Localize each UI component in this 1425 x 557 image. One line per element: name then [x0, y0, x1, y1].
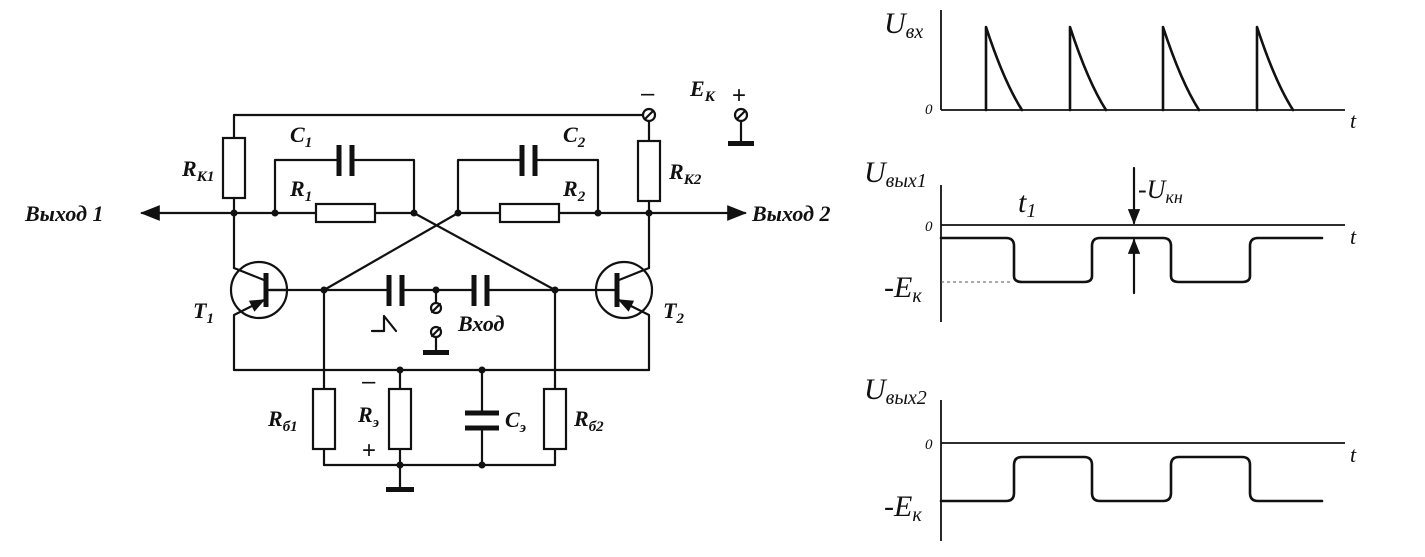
input-ground — [423, 350, 449, 355]
junction-dot — [432, 286, 440, 294]
graph2-zero-label: 0 — [925, 219, 933, 235]
r1-resistor — [314, 202, 377, 224]
graph2-ukn-label: -Uкн — [1138, 175, 1183, 207]
t2-label: T2 — [663, 298, 684, 327]
supply-plus-ground — [728, 141, 754, 146]
t2-collector — [617, 266, 651, 282]
ek-label: EК — [689, 76, 716, 105]
graph2-signal — [939, 236, 1324, 284]
c1-label: C1 — [290, 122, 312, 151]
re-plus-sign: + — [362, 437, 376, 464]
transistor-t2 — [594, 260, 654, 320]
graph-output-2-voltage: Uвых2 0 t -Eк — [864, 373, 1357, 541]
rb1-resistor — [311, 387, 337, 451]
rb2-resistor — [542, 387, 568, 451]
supply-plus-sign: + — [732, 82, 746, 109]
supply-minus-sign: – — [641, 80, 655, 107]
junction-dot — [478, 461, 486, 469]
left-network-wire — [232, 158, 416, 215]
re-resistor — [387, 387, 413, 451]
junction-dot — [230, 209, 238, 217]
graph-output-1-voltage: Uвых1 0 t t1 -Uкн -Eк — [864, 156, 1357, 322]
junction-dot — [396, 461, 404, 469]
supply-minus-slash — [643, 109, 655, 121]
graph1-signal — [984, 25, 1295, 112]
output-2-label: Выход 2 — [751, 201, 831, 226]
graph2-ek-label: -Eк — [884, 271, 922, 307]
rb1-label: Rб1 — [267, 406, 298, 435]
t2-emitter — [617, 298, 651, 372]
graph1-zero-label: 0 — [925, 102, 933, 118]
re-label: Rэ — [357, 402, 379, 431]
c2-label: C2 — [563, 122, 586, 151]
output-1-label: Выход 1 — [24, 201, 104, 226]
r2-resistor — [498, 202, 561, 224]
rb2-label: Rб2 — [573, 406, 604, 435]
input-label: Вход — [457, 311, 505, 336]
re-minus-sign: – — [362, 368, 376, 395]
junction-dot — [454, 209, 462, 217]
junction-dot — [594, 209, 602, 217]
input-terminal-a-slash — [430, 302, 442, 314]
rk2-resistor — [636, 139, 662, 203]
t1-emitter — [232, 298, 266, 372]
multivibrator-circuit: RК1 RК2 C1 C2 R1 R2 EК – + T1 T2 Rб1 Rб2… — [24, 76, 831, 492]
rk2-label: RК2 — [668, 159, 702, 188]
rk1-resistor — [221, 136, 247, 200]
junction-dot — [271, 209, 279, 217]
junction-dot — [320, 286, 328, 294]
ce-label: Cэ — [505, 407, 526, 436]
pulse-symbol — [370, 314, 398, 333]
graph1-y-label: Uвх — [884, 7, 923, 43]
graph2-y-label: Uвых1 — [864, 156, 927, 192]
t1-label: T1 — [193, 298, 214, 327]
cross-wire-2 — [322, 211, 460, 292]
graph-input-voltage: Uвх 0 t — [884, 7, 1357, 133]
graph2-t-label: t — [1350, 224, 1357, 249]
graph3-signal — [939, 455, 1324, 503]
graph3-y-label: Uвых2 — [864, 373, 927, 409]
junction-dot — [551, 286, 559, 294]
t1-collector — [232, 266, 266, 282]
junction-dot — [410, 209, 418, 217]
graph3-zero-label: 0 — [925, 437, 933, 453]
input-terminal-b-slash — [430, 326, 442, 338]
graph1-t-label: t — [1350, 108, 1357, 133]
supply-plus-slash — [735, 109, 747, 121]
graph2-t1-label: t1 — [1018, 186, 1036, 222]
right-network-wire — [456, 158, 651, 215]
r1-label: R1 — [289, 176, 312, 205]
graph3-t-label: t — [1350, 442, 1357, 467]
junction-dot — [645, 209, 653, 217]
r2-label: R2 — [562, 176, 586, 205]
bottom-ground — [386, 487, 414, 492]
graph3-ek-label: -Eк — [884, 490, 922, 526]
rk1-label: RК1 — [181, 156, 214, 185]
